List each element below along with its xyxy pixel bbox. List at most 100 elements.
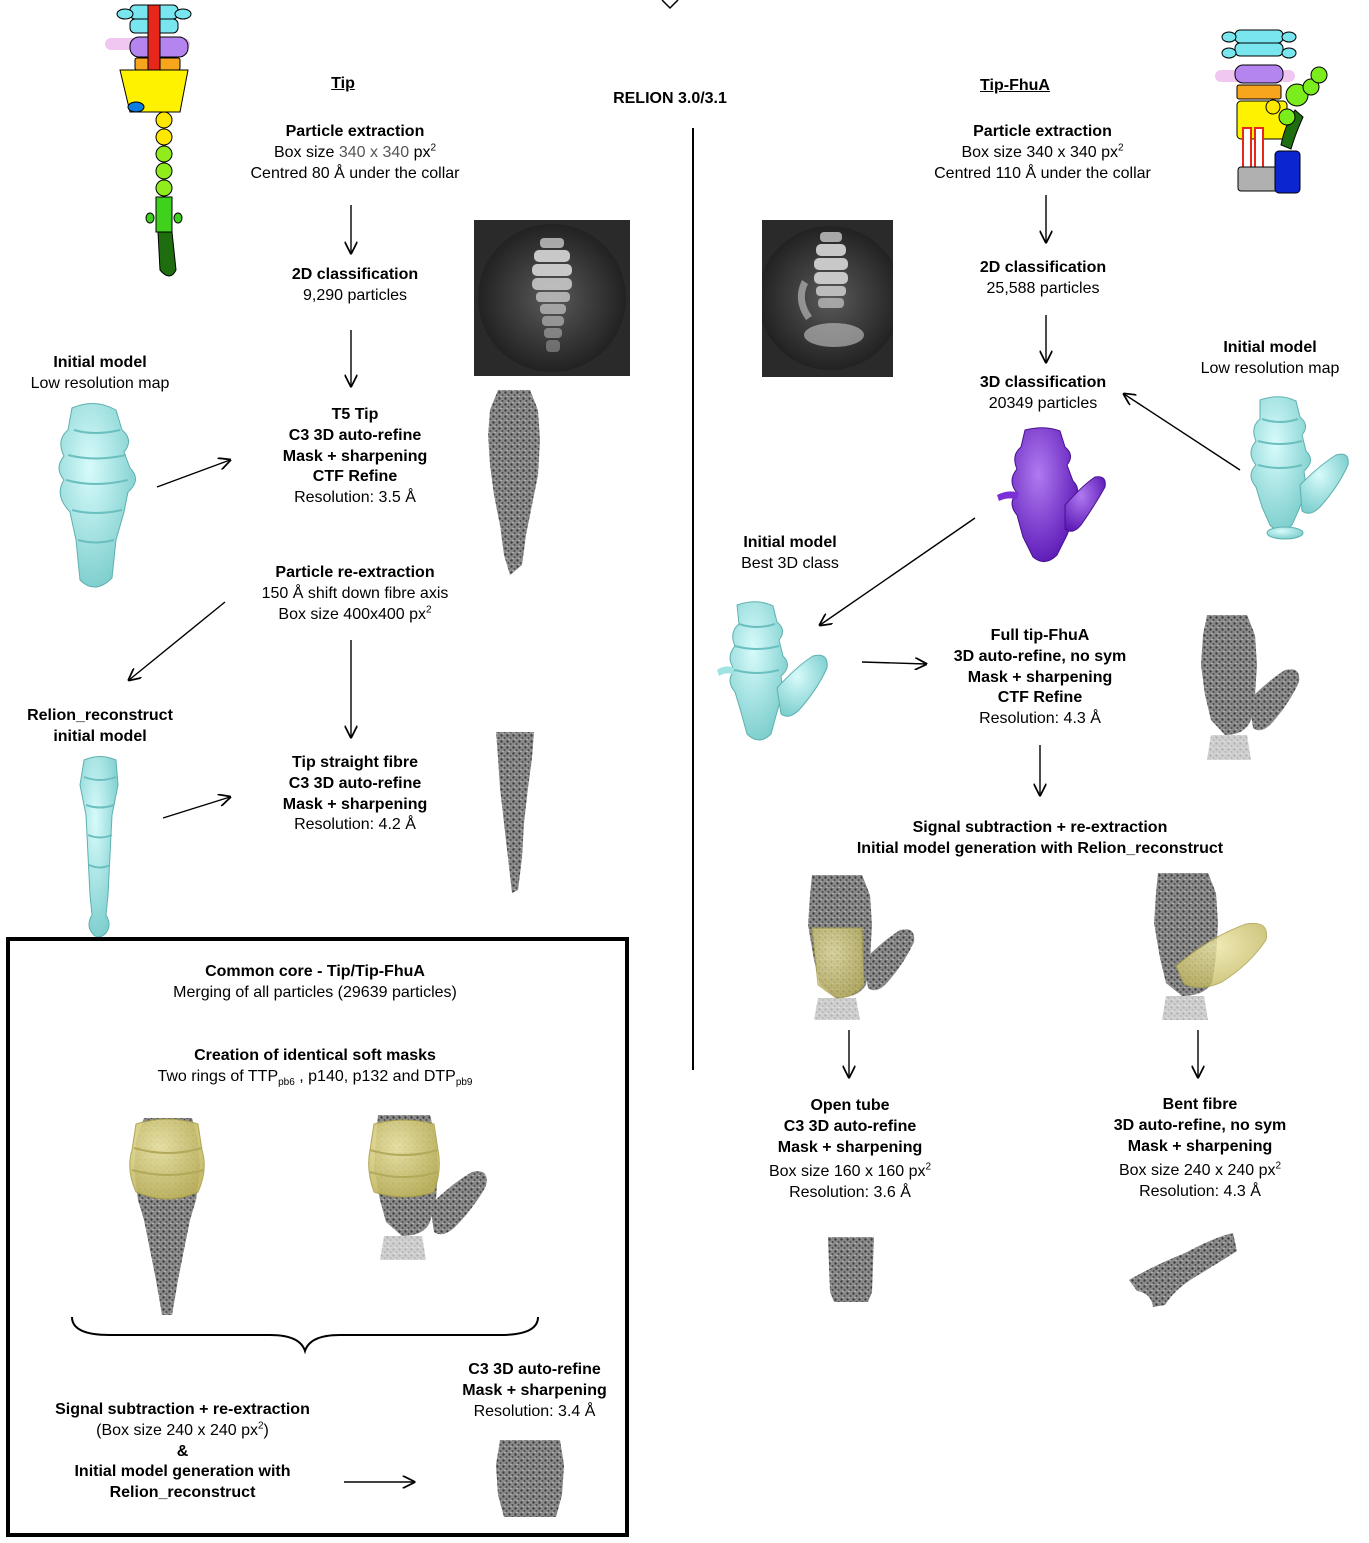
core-merge: Merging of all particles (29639 particle… — [60, 983, 570, 1004]
tip-extraction-centred: Centred 80 Å under the collar — [210, 164, 500, 185]
t5-tip-res: Resolution: 3.5 Å — [230, 488, 480, 509]
tip-header: Tip — [300, 74, 386, 95]
fhua-extraction-title: Particle extraction — [895, 122, 1190, 143]
core-masks: Creation of identical soft masks Two rin… — [60, 1046, 570, 1088]
open-tube-l1: Open tube — [740, 1096, 960, 1117]
fhua-signal-l2: Initial model generation with Relion_rec… — [800, 839, 1280, 860]
core-refine-res: Resolution: 3.4 Å — [432, 1402, 637, 1423]
core-refine-l1: C3 3D auto-refine — [432, 1360, 637, 1381]
open-tube-box: Box size 160 x 160 px2 — [740, 1162, 960, 1183]
tip-2d-step: 2D classification 9,290 particles — [230, 265, 480, 307]
arrow-fhua-extract-to-2d — [1040, 195, 1052, 245]
fhua-extraction-step: Particle extraction Box size 340 x 340 p… — [895, 122, 1190, 184]
core-refine-l2: Mask + sharpening — [432, 1381, 637, 1402]
tip-schematic-icon — [100, 0, 210, 285]
arrow-fhua-2d-to-3d — [1040, 315, 1052, 365]
core-signal-box: (Box size 240 x 240 px2) — [20, 1421, 345, 1442]
open-tube-res: Resolution: 3.6 Å — [740, 1183, 960, 1204]
relion-header: RELION 3.0/3.1 — [580, 89, 760, 110]
fhua-2d-class-average — [762, 220, 893, 377]
fhua-full-l3: Mask + sharpening — [915, 668, 1165, 689]
tip-initial-title: Initial model — [0, 353, 200, 374]
fhua-extraction-centred: Centred 110 Å under the collar — [895, 164, 1190, 185]
tipfhua-schematic-icon — [1215, 25, 1340, 200]
open-tube-step: Open tube C3 3D auto-refine Mask + sharp… — [740, 1096, 960, 1204]
arrow-extract-to-2d — [345, 205, 357, 255]
bent-fibre-step: Bent fibre 3D auto-refine, no sym Mask +… — [1085, 1095, 1315, 1203]
fhua-signal-l1: Signal subtraction + re-extraction — [800, 818, 1280, 839]
fhua-extraction-box: Box size 340 x 340 px2 — [895, 143, 1190, 164]
top-arrow — [650, 0, 690, 12]
t5-tip-l2: C3 3D auto-refine — [230, 426, 480, 447]
arrow-reextract-to-relion — [125, 600, 230, 685]
fhua-3d-class-map — [995, 425, 1115, 570]
tip-extraction-box: Box size 340 x 340 px2 — [210, 143, 500, 164]
tip-reextract-title: Particle re-extraction — [215, 563, 495, 584]
arrow-low-to-3d — [1120, 390, 1245, 475]
fhua-full-l2: 3D auto-refine, no sym — [915, 647, 1165, 668]
fhua-full-res: Resolution: 4.3 Å — [915, 709, 1165, 730]
tip-extraction-title: Particle extraction — [210, 122, 500, 143]
arrow-2d-to-t5 — [345, 330, 357, 388]
core-masks-desc: Two rings of TTPpb6 , p140, p132 and DTP… — [60, 1067, 570, 1088]
arrow-core-signal-to-refine — [342, 1475, 417, 1489]
open-tube-mask-map — [782, 870, 922, 1025]
core-signal-l4: Relion_reconstruct — [20, 1483, 345, 1504]
core-masks-title: Creation of identical soft masks — [60, 1046, 570, 1067]
t5-tip-l4: CTF Refine — [230, 467, 480, 488]
bent-fibre-box: Box size 240 x 240 px2 — [1085, 1161, 1315, 1182]
fhua-initial-low-label: Initial model Low resolution map — [1175, 338, 1365, 380]
relion-recon-initial-map — [70, 755, 130, 940]
fhua-full-density-map — [1185, 610, 1310, 770]
fhua-2d-count: 25,588 particles — [918, 279, 1168, 300]
core-merge-brace-icon — [70, 1315, 540, 1355]
core-title: Common core - Tip/Tip-FhuA — [60, 962, 570, 983]
tip-straight-l1: Tip straight fibre — [230, 753, 480, 774]
t5-tip-l3: Mask + sharpening — [230, 447, 480, 468]
central-divider — [692, 128, 694, 1070]
core-signal-step: Signal subtraction + re-extraction (Box … — [20, 1400, 345, 1504]
relion-recon-label: Relion_reconstruct initial model — [0, 706, 200, 748]
t5-tip-l1: T5 Tip — [230, 405, 480, 426]
tip-reextract-l3: Box size 400x400 px2 — [215, 605, 495, 626]
arrow-reextract-to-straight — [345, 640, 357, 740]
core-signal-amp: & — [20, 1442, 345, 1463]
core-fhua-mask-map — [350, 1110, 500, 1275]
tip-straight-res: Resolution: 4.2 Å — [230, 815, 480, 836]
arrow-initial-to-t5 — [155, 455, 235, 490]
tipfhua-header: Tip-FhuA — [960, 76, 1070, 97]
tip-2d-title: 2D classification — [230, 265, 480, 286]
tip-2d-class-average — [474, 220, 630, 376]
tip-extraction-step: Particle extraction Box size 340 x 340 p… — [210, 122, 500, 184]
arrow-signal-to-open — [843, 1030, 855, 1080]
tip-initial-map — [50, 400, 140, 595]
fhua-full-l4: CTF Refine — [915, 688, 1165, 709]
arrow-signal-to-bent — [1192, 1030, 1204, 1080]
tip-2d-count: 9,290 particles — [230, 286, 480, 307]
fhua-initial-low-title: Initial model — [1175, 338, 1365, 359]
tip-initial-sub: Low resolution map — [0, 374, 200, 395]
core-signal-l1: Signal subtraction + re-extraction — [20, 1400, 345, 1421]
bent-fibre-mask-map — [1128, 868, 1278, 1028]
open-tube-l2: C3 3D auto-refine — [740, 1117, 960, 1138]
tip-straight-l3: Mask + sharpening — [230, 795, 480, 816]
bent-fibre-res: Resolution: 4.3 Å — [1085, 1182, 1315, 1203]
core-signal-l3: Initial model generation with — [20, 1462, 345, 1483]
bent-fibre-l1: Bent fibre — [1085, 1095, 1315, 1116]
fhua-best-class-map — [715, 600, 835, 750]
fhua-full-l1: Full tip-FhuA — [915, 626, 1165, 647]
tip-straight-density-map — [488, 728, 543, 898]
fhua-2d-title: 2D classification — [918, 258, 1168, 279]
core-refine-step: C3 3D auto-refine Mask + sharpening Reso… — [432, 1360, 637, 1422]
open-tube-l3: Mask + sharpening — [740, 1138, 960, 1159]
t5-tip-step: T5 Tip C3 3D auto-refine Mask + sharpeni… — [230, 405, 480, 509]
relion-recon-l1: Relion_reconstruct — [0, 706, 200, 727]
arrow-relion-to-straight — [160, 793, 235, 823]
tip-reextract-l2: 150 Å shift down fibre axis — [215, 584, 495, 605]
tip-reextract-step: Particle re-extraction 150 Å shift down … — [215, 563, 495, 625]
bent-fibre-l3: Mask + sharpening — [1085, 1137, 1315, 1158]
relion-recon-l2: initial model — [0, 727, 200, 748]
arrow-3d-to-best — [815, 515, 980, 630]
core-refine-result-map — [490, 1435, 570, 1530]
core-header: Common core - Tip/Tip-FhuA Merging of al… — [60, 962, 570, 1004]
